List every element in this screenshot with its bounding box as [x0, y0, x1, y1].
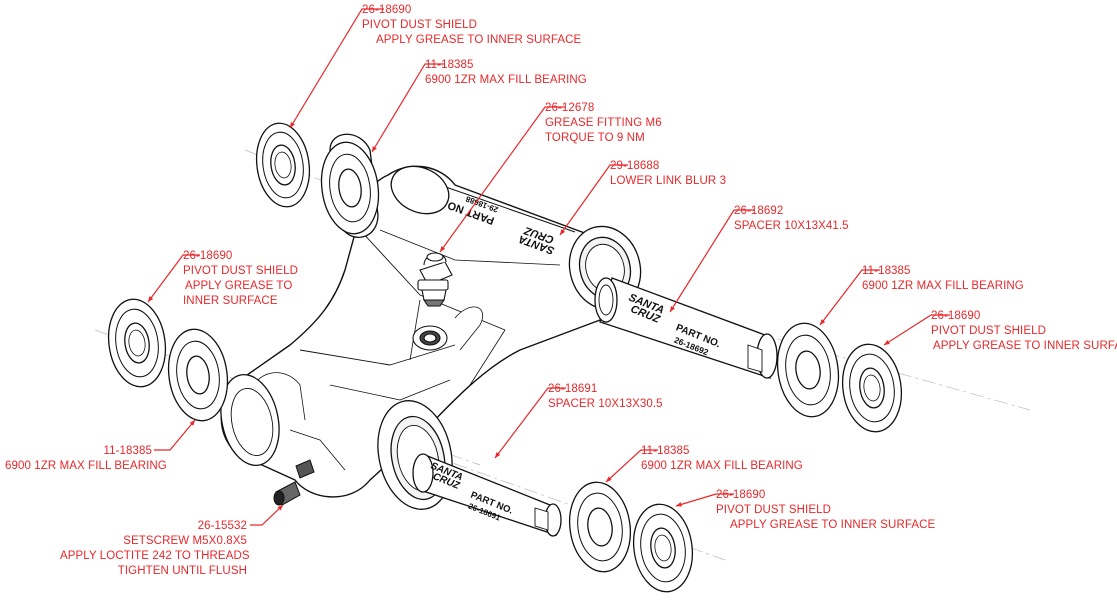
leader-grease-fitting [439, 106, 565, 253]
callout-part-number: 29-18688 [610, 160, 660, 172]
callout-part-number: 11-18385 [862, 265, 911, 277]
callout-bearing-left: 11-18385 6900 1ZR MAX FILL BEARING [5, 444, 167, 474]
callout-description: PIVOT DUST SHIELD [183, 265, 299, 277]
callout-shield-left: 26-18690 PIVOT DUST SHIELD APPLY GREASE … [183, 249, 298, 309]
callout-shield-bottom: 26-18690 PIVOT DUST SHIELD APPLY GREASE … [716, 488, 935, 533]
leader-spacer-long-arrowhead [670, 306, 675, 312]
leader-lower-link [559, 164, 628, 236]
bearing-right [776, 322, 840, 418]
bearing-bottom [568, 481, 632, 573]
leader-bearing-right-arrowhead [820, 319, 826, 325]
top-pivot-boss [390, 165, 450, 215]
callout-leaders [147, 8, 950, 526]
leader-setscrew [250, 504, 284, 526]
callout-setscrew: 26-15532 SETSCREW M5X0.8X5 APPLY LOCTITE… [60, 519, 250, 579]
leader-shield-top-left-arrowhead [290, 122, 295, 128]
bearing-left [167, 328, 229, 422]
callout-part-number: 26-18690 [362, 4, 412, 16]
callout-note: INNER SURFACE [183, 295, 278, 307]
spacer-short [412, 453, 562, 537]
callout-shield-right: 26-18690 PIVOT DUST SHIELD APPLY GREASE … [931, 309, 1117, 354]
callout-description: 6900 1ZR MAX FILL BEARING [425, 74, 587, 86]
callout-part-number: 11-18385 [641, 445, 690, 457]
callout-description: 6900 1ZR MAX FILL BEARING [641, 460, 803, 472]
leader-spacer-short [494, 387, 566, 459]
callout-bearing-right: 11-18385 6900 1ZR MAX FILL BEARING [862, 264, 1024, 294]
left-pivot-boss [220, 373, 280, 467]
leader-shield-left-arrowhead [148, 296, 154, 302]
shield-right [841, 343, 903, 433]
setscrew [273, 459, 315, 506]
callout-description: PIVOT DUST SHIELD [362, 19, 478, 31]
callout-note: TORQUE TO 9 NM [545, 132, 645, 144]
callout-description: SETSCREW M5X0.8X5 [123, 535, 247, 547]
leader-shield-bottom [675, 493, 734, 507]
callout-shield-top-left: 26-18690 PIVOT DUST SHIELD APPLY GREASE … [362, 3, 581, 48]
callout-spacer-short: 26-18691 SPACER 10X13X30.5 [548, 382, 663, 412]
leader-bearing-left-arrowhead [189, 420, 195, 426]
leader-bearing-left [154, 419, 196, 451]
leader-shield-left [147, 254, 200, 303]
leader-bearing-bottom-arrowhead [606, 476, 612, 482]
shield-bottom [632, 503, 694, 593]
callout-note: APPLY GREASE TO INNER SURFACE [376, 34, 582, 46]
callout-grease-fitting: 26-12678 GREASE FITTING M6 TORQUE TO 9 N… [545, 101, 662, 146]
callout-spacer-long: 26-18692 SPACER 10X13X41.5 [734, 204, 849, 234]
grease-port [412, 325, 448, 351]
callout-lower-link: 29-18688 LOWER LINK BLUR 3 [610, 159, 726, 189]
callout-note: APPLY GREASE TO [185, 280, 293, 292]
callout-description: PIVOT DUST SHIELD [931, 325, 1047, 337]
callout-note: APPLY GREASE TO INNER SURFACE [933, 340, 1117, 352]
callout-note: APPLY LOCTITE 242 TO THREADS [60, 550, 250, 562]
callout-part-number: 11-18385 [425, 59, 474, 71]
spacer-long [594, 277, 778, 379]
leader-spacer-short-arrowhead [495, 452, 501, 458]
callout-part-number: 26-18690 [183, 250, 233, 262]
shield-top-left [255, 122, 311, 208]
callout-part-number: 26-12678 [545, 102, 595, 114]
leader-shield-right [883, 314, 950, 346]
callout-note: APPLY GREASE TO INNER SURFACE [730, 519, 936, 531]
callout-description: GREASE FITTING M6 [545, 117, 662, 129]
callout-part-number: 26-18691 [548, 383, 598, 395]
leader-shield-bottom-arrowhead [676, 502, 682, 507]
callout-description: 6900 1ZR MAX FILL BEARING [862, 280, 1024, 292]
callout-part-number: 11-18385 [103, 445, 152, 457]
leader-bearing-top-left-arrowhead [372, 146, 377, 152]
leader-shield-right-arrowhead [884, 340, 890, 345]
grease-fitting [417, 252, 453, 307]
callout-part-number: 26-15532 [197, 520, 247, 532]
leader-setscrew-arrowhead [277, 505, 283, 511]
leader-shield-top-left [289, 8, 384, 129]
callout-part-number: 26-18690 [716, 489, 766, 501]
shield-left [107, 298, 167, 388]
leader-grease-fitting-arrowhead [440, 246, 446, 252]
callout-part-number: 26-18692 [734, 205, 784, 217]
leader-bearing-right [819, 269, 880, 326]
leader-lower-link-arrowhead [560, 229, 566, 235]
callout-description: 6900 1ZR MAX FILL BEARING [5, 460, 167, 472]
bearing-top-left [320, 133, 380, 238]
leader-spacer-long [669, 209, 755, 313]
leader-bearing-top-left [371, 63, 445, 153]
callout-bearing-bottom: 11-18385 6900 1ZR MAX FILL BEARING [641, 444, 803, 474]
callout-note: TIGHTEN UNTIL FLUSH [117, 565, 247, 577]
callout-description: LOWER LINK BLUR 3 [610, 175, 727, 187]
callout-part-number: 26-18690 [931, 310, 981, 322]
callout-description: SPACER 10X13X41.5 [734, 220, 849, 232]
callout-description: SPACER 10X13X30.5 [548, 398, 663, 410]
callout-description: PIVOT DUST SHIELD [716, 504, 832, 516]
leader-bearing-bottom [605, 449, 658, 483]
callout-bearing-top-left: 11-18385 6900 1ZR MAX FILL BEARING [425, 58, 587, 88]
